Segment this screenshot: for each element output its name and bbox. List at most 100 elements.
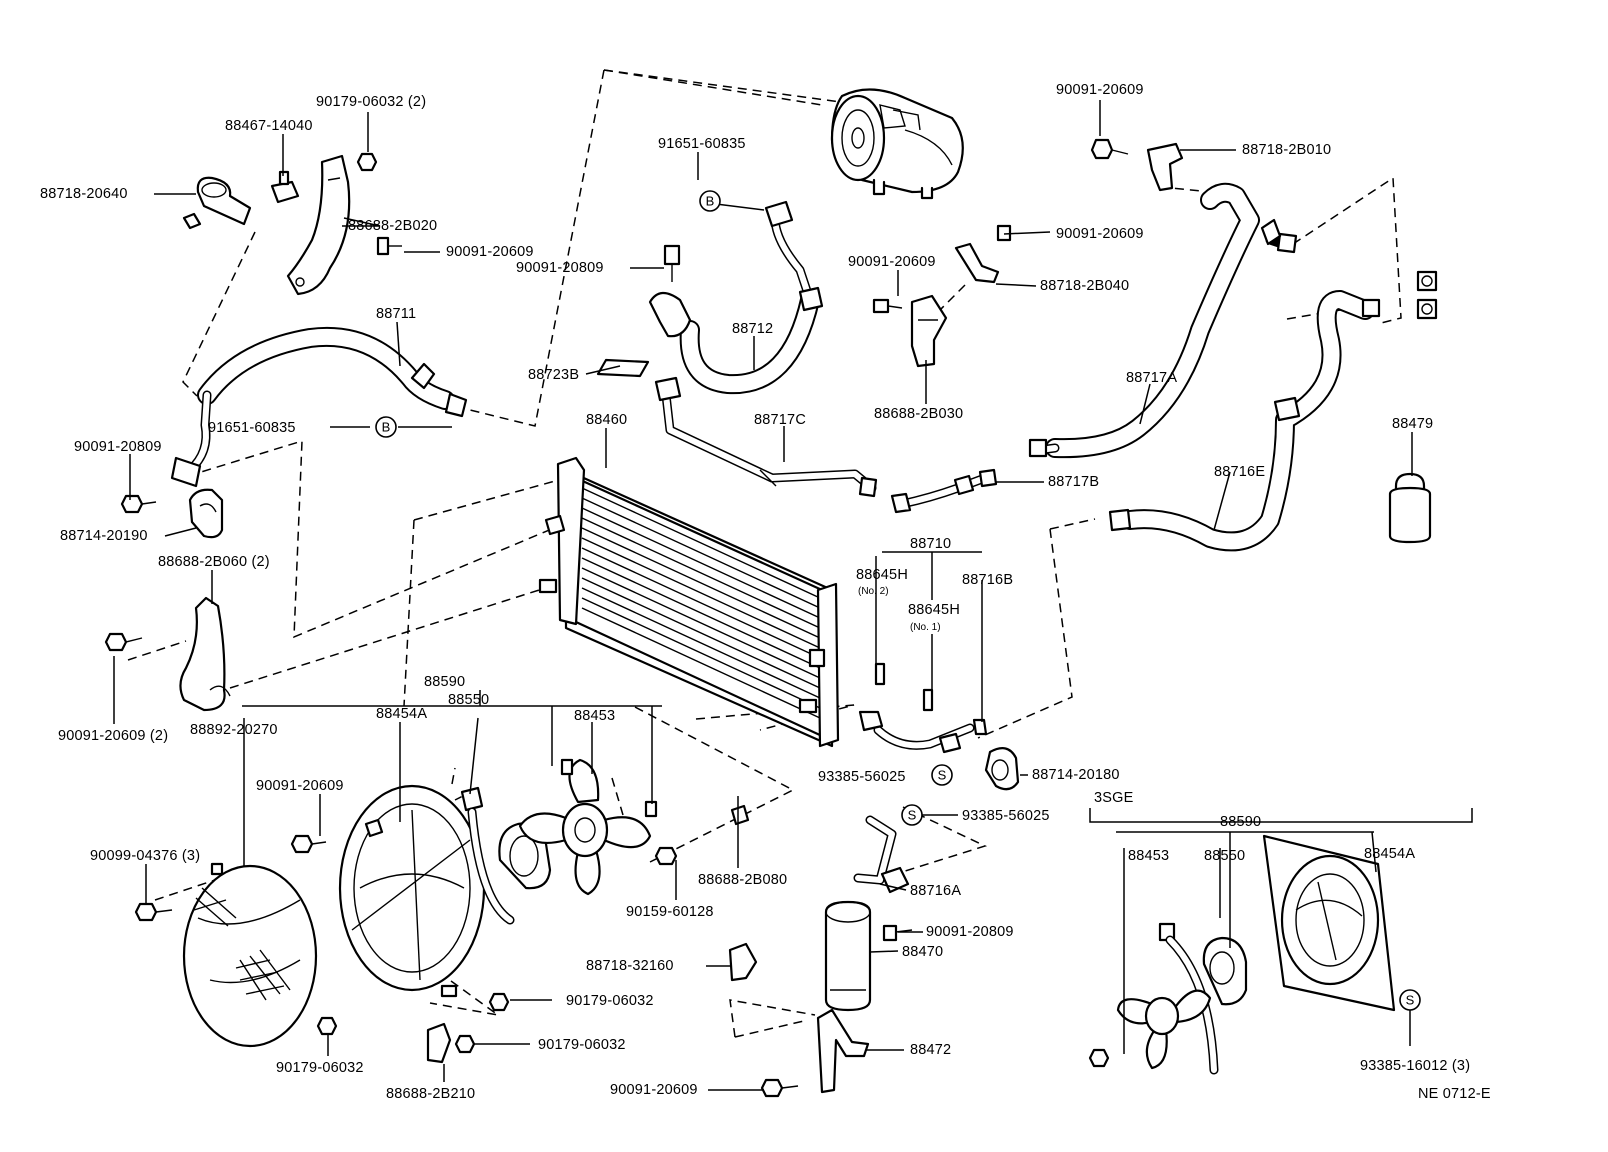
label-88712: 88712 <box>732 321 773 337</box>
label-88688-2B020: 88688-2B020 <box>348 218 437 234</box>
label-88467-14040: 88467-14040 <box>225 118 313 134</box>
label-88714-20190: 88714-20190 <box>60 528 148 544</box>
label-90159-60128: 90159-60128 <box>626 904 714 920</box>
label-88892-20270: 88892-20270 <box>190 722 278 738</box>
svg-text:S: S <box>938 768 947 783</box>
label-88716E: 88716E <box>1214 464 1265 480</box>
nut-90179-06032-top <box>356 152 378 172</box>
label-88717A: 88717A <box>1126 370 1177 386</box>
label-91651-60835-a: 91651-60835 <box>658 136 746 152</box>
fan-guard-88892-20270 <box>182 862 318 1048</box>
clamp-88718-20640 <box>182 176 252 230</box>
label-93385-56025-b: 93385-56025 <box>962 808 1050 824</box>
clamp-88718-32160 <box>728 942 758 982</box>
badge-s-2: S <box>901 804 923 826</box>
pipe-88717B <box>890 468 998 514</box>
label-90091-20609-b: 90091-20609 <box>1056 226 1144 242</box>
svg-text:S: S <box>1406 993 1415 1008</box>
clamp-88718-2B010 <box>1090 138 1184 192</box>
label-90091-20609-f: 90091-20609 <box>610 1082 698 1098</box>
label-93385-56025-a: 93385-56025 <box>818 769 906 785</box>
receiver-88470 <box>824 900 872 1012</box>
label-88717C: 88717C <box>754 412 806 428</box>
label-88479: 88479 <box>1392 416 1433 432</box>
badge-s-3: S <box>1399 989 1421 1011</box>
leader-lines <box>113 100 1473 1091</box>
label-88723B-plate <box>596 358 650 378</box>
badge-b-1: B <box>699 190 721 212</box>
badge-s-1: S <box>931 764 953 786</box>
clamp-88714-20190 <box>120 488 224 539</box>
harness-88710 <box>858 662 988 754</box>
label-88688-2B030: 88688-2B030 <box>874 406 963 422</box>
label-engine-variant: 3SGE <box>1094 790 1134 806</box>
label-88470: 88470 <box>902 944 943 960</box>
bolt-90091-20609-a <box>376 236 402 256</box>
label-90091-20609-e: 90091-20609 <box>256 778 344 794</box>
label-88454A-b: 88454A <box>1364 846 1415 862</box>
label-88590-a: 88590 <box>424 674 465 690</box>
bolt-88467-14040 <box>270 170 300 204</box>
hose-88711 <box>170 326 468 488</box>
label-91651-60835-b: 91651-60835 <box>208 420 296 436</box>
label-88711: 88711 <box>376 306 416 322</box>
label-88645H-b-sub: (No. 1) <box>910 622 941 633</box>
label-90091-20809-b: 90091-20809 <box>74 439 162 455</box>
label-88472: 88472 <box>910 1042 951 1058</box>
label-88718-32160: 88718-32160 <box>586 958 674 974</box>
label-88688-2B080: 88688-2B080 <box>698 872 787 888</box>
label-90091-20609-2: 90091-20609 (2) <box>58 728 168 744</box>
fan-blade-88453 <box>518 758 652 896</box>
label-88688-2B060: 88688-2B060 (2) <box>158 554 270 570</box>
label-88723B: 88723B <box>528 367 579 383</box>
clamp-88718-2B040 <box>954 224 1012 284</box>
label-88718-2B040: 88718-2B040 <box>1040 278 1129 294</box>
svg-text:S: S <box>908 808 917 823</box>
fan-assembly-3sge <box>1088 834 1396 1075</box>
label-88453-b: 88453 <box>1128 848 1169 864</box>
bracket-88472 <box>760 1008 870 1098</box>
label-90179-06032-a: 90179-06032 <box>566 993 654 1009</box>
label-88453-a: 88453 <box>574 708 615 724</box>
label-90091-20809-a: 90091-20809 <box>516 260 604 276</box>
label-88460: 88460 <box>586 412 627 428</box>
bracket-88688-2B030 <box>872 294 948 368</box>
bottle-88479 <box>1388 472 1432 544</box>
label-88645H-b: 88645H <box>908 602 960 618</box>
label-88454A-a: 88454A <box>376 706 427 722</box>
badge-b-2: B <box>375 416 397 438</box>
label-88714-20180: 88714-20180 <box>1032 767 1120 783</box>
label-88716B: 88716B <box>962 572 1013 588</box>
label-90179-06032-b: 90179-06032 <box>538 1037 626 1053</box>
label-90099-04376: 90099-04376 (3) <box>90 848 200 864</box>
clamp-88714-20180 <box>984 747 1020 791</box>
label-88710: 88710 <box>910 536 951 552</box>
compressor <box>830 88 964 200</box>
label-90091-20609-c: 90091-20609 <box>848 254 936 270</box>
bracket-88688-2B210 <box>426 1022 452 1064</box>
hose-88716E <box>1108 290 1381 552</box>
part-labels: 90179-06032 (2) 88467-14040 88718-20640 … <box>40 82 1491 1102</box>
label-88550-a: 88550 <box>448 692 489 708</box>
parts-artwork <box>104 88 1438 1098</box>
label-88718-2B010: 88718-2B010 <box>1242 142 1331 158</box>
label-88718-20640: 88718-20640 <box>40 186 128 202</box>
label-88645H-a-sub: (No. 2) <box>858 586 889 597</box>
label-90091-20609-a: 90091-20609 <box>446 244 534 260</box>
bracket-88688-2B060 <box>104 596 231 712</box>
bracket-88688-2B020 <box>286 154 351 296</box>
pipe-88717C <box>654 376 878 498</box>
label-93385-16012: 93385-16012 (3) <box>1360 1058 1470 1074</box>
figure-code: NE 0712-E <box>1418 1086 1491 1102</box>
label-88645H-a: 88645H <box>856 567 908 583</box>
svg-text:B: B <box>382 420 391 435</box>
label-90091-20609-d: 90091-20609 <box>1056 82 1144 98</box>
label-90179-06032-top: 90179-06032 (2) <box>316 94 426 110</box>
label-88550-b: 88550 <box>1204 848 1245 864</box>
label-88717B: 88717B <box>1048 474 1099 490</box>
hose-88712 <box>648 200 824 395</box>
label-88590-b: 88590 <box>1220 814 1261 830</box>
label-88688-2B210: 88688-2B210 <box>386 1086 475 1102</box>
condenser-88460 <box>538 456 840 748</box>
